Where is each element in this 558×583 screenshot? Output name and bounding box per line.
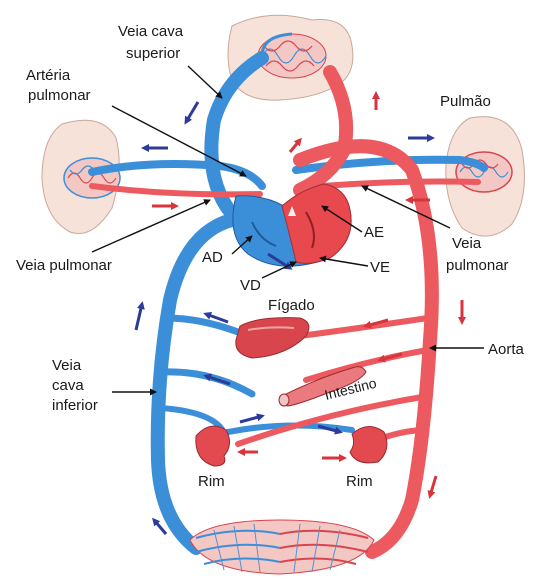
label-veia-cava-inferior-2: cava — [52, 377, 84, 394]
label-vd: VD — [240, 277, 261, 294]
heart — [233, 184, 351, 266]
label-ve: VE — [370, 259, 390, 276]
label-arteria-pulmonar-2: pulmonar — [28, 87, 91, 104]
left-kidney — [196, 426, 230, 466]
label-veia-cava-inferior-1: Veia — [52, 357, 82, 374]
label-veia-cava-inferior-3: inferior — [52, 397, 98, 414]
flow-arrow — [186, 102, 198, 122]
label-figado: Fígado — [268, 297, 315, 314]
label-pulmao: Pulmão — [440, 93, 491, 110]
label-rim-left: Rim — [198, 473, 225, 490]
flow-arrow — [240, 416, 262, 422]
right-kidney — [350, 426, 387, 462]
flow-arrow — [136, 304, 142, 330]
label-arteria-pulmonar-1: Artéria — [26, 67, 71, 84]
left-lung — [42, 120, 120, 233]
label-aorta: Aorta — [488, 341, 525, 358]
label-veia-pulmonar-right-1: Veia — [452, 235, 482, 252]
label-veia-cava-superior-1: Veia cava — [118, 23, 184, 40]
right-lung — [446, 117, 525, 236]
flow-arrow — [154, 520, 166, 534]
flow-arrow — [290, 140, 300, 152]
label-veia-pulmonar-left: Veia pulmonar — [16, 257, 112, 274]
label-veia-cava-superior-2: superior — [126, 45, 180, 62]
label-veia-pulmonar-right-2: pulmonar — [446, 257, 509, 274]
liver — [236, 318, 309, 358]
label-rim-right: Rim — [346, 473, 373, 490]
label-ae: AE — [364, 224, 384, 241]
label-ad: AD — [202, 249, 223, 266]
flow-arrow — [430, 476, 436, 496]
lower-body-capillaries — [190, 520, 374, 574]
